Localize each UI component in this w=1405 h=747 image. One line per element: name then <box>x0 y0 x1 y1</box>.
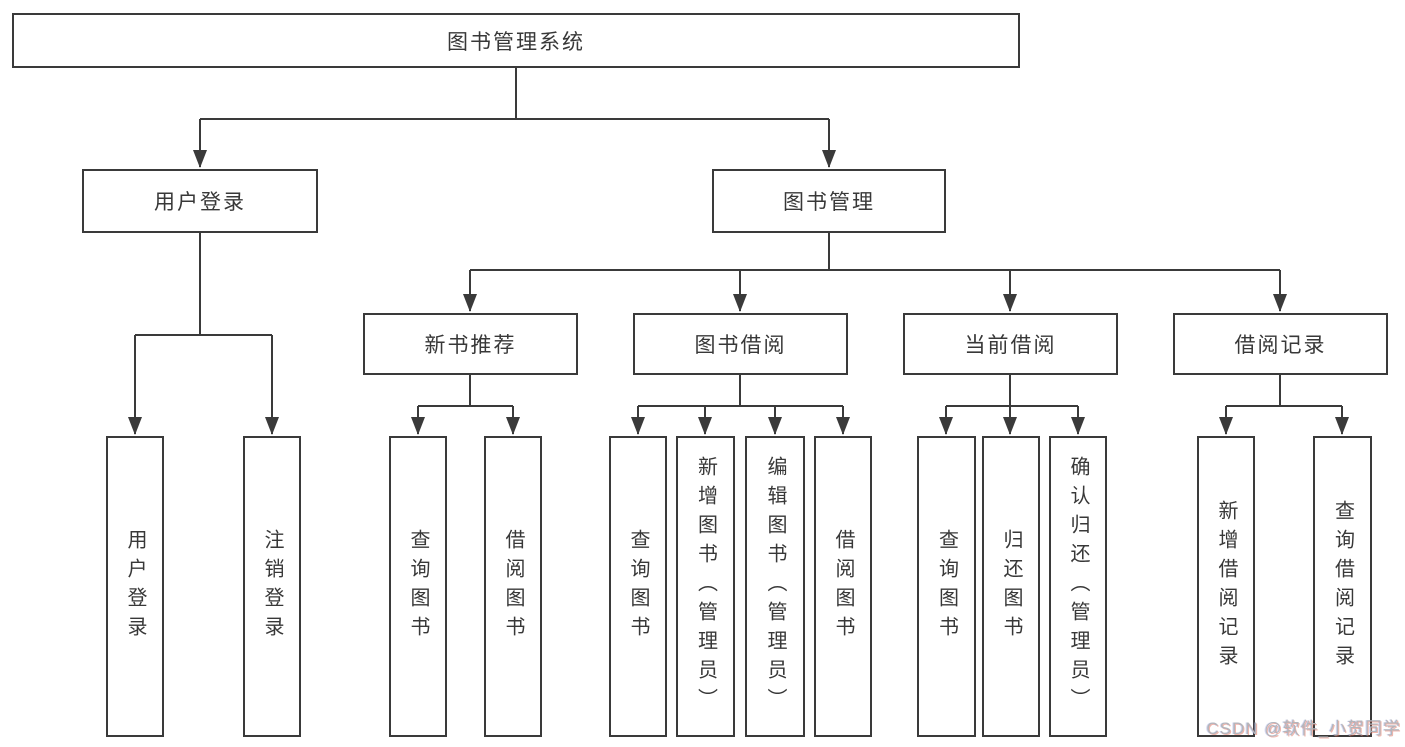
node-current-borrowing: 当前借阅 <box>903 313 1118 375</box>
node-borrowing-records: 借阅记录 <box>1173 313 1388 375</box>
node-leaf-borrow-books-1: 借阅图书 <box>484 436 542 737</box>
node-book-management: 图书管理 <box>712 169 946 233</box>
node-leaf-user-login: 用户登录 <box>106 436 164 737</box>
node-leaf-query-borrow-record: 查询借阅记录 <box>1313 436 1372 737</box>
node-leaf-return-book: 归还图书 <box>982 436 1040 737</box>
node-library-management-system: 图书管理系统 <box>12 13 1020 68</box>
node-leaf-edit-book-admin: 编辑图书（管理员） <box>745 436 805 737</box>
node-leaf-add-book-admin: 新增图书（管理员） <box>676 436 735 737</box>
node-leaf-query-books-3: 查询图书 <box>917 436 976 737</box>
node-new-book-recommend: 新书推荐 <box>363 313 578 375</box>
node-book-borrowing: 图书借阅 <box>633 313 848 375</box>
csdn-watermark: CSDN @软件_小贺同学 <box>1206 719 1401 738</box>
node-leaf-logout: 注销登录 <box>243 436 301 737</box>
node-leaf-query-books-2: 查询图书 <box>609 436 667 737</box>
node-leaf-borrow-books-2: 借阅图书 <box>814 436 872 737</box>
node-leaf-query-books-1: 查询图书 <box>389 436 447 737</box>
node-user-login: 用户登录 <box>82 169 318 233</box>
node-leaf-confirm-return-admin: 确认归还（管理员） <box>1049 436 1107 737</box>
node-leaf-add-borrow-record: 新增借阅记录 <box>1197 436 1255 737</box>
